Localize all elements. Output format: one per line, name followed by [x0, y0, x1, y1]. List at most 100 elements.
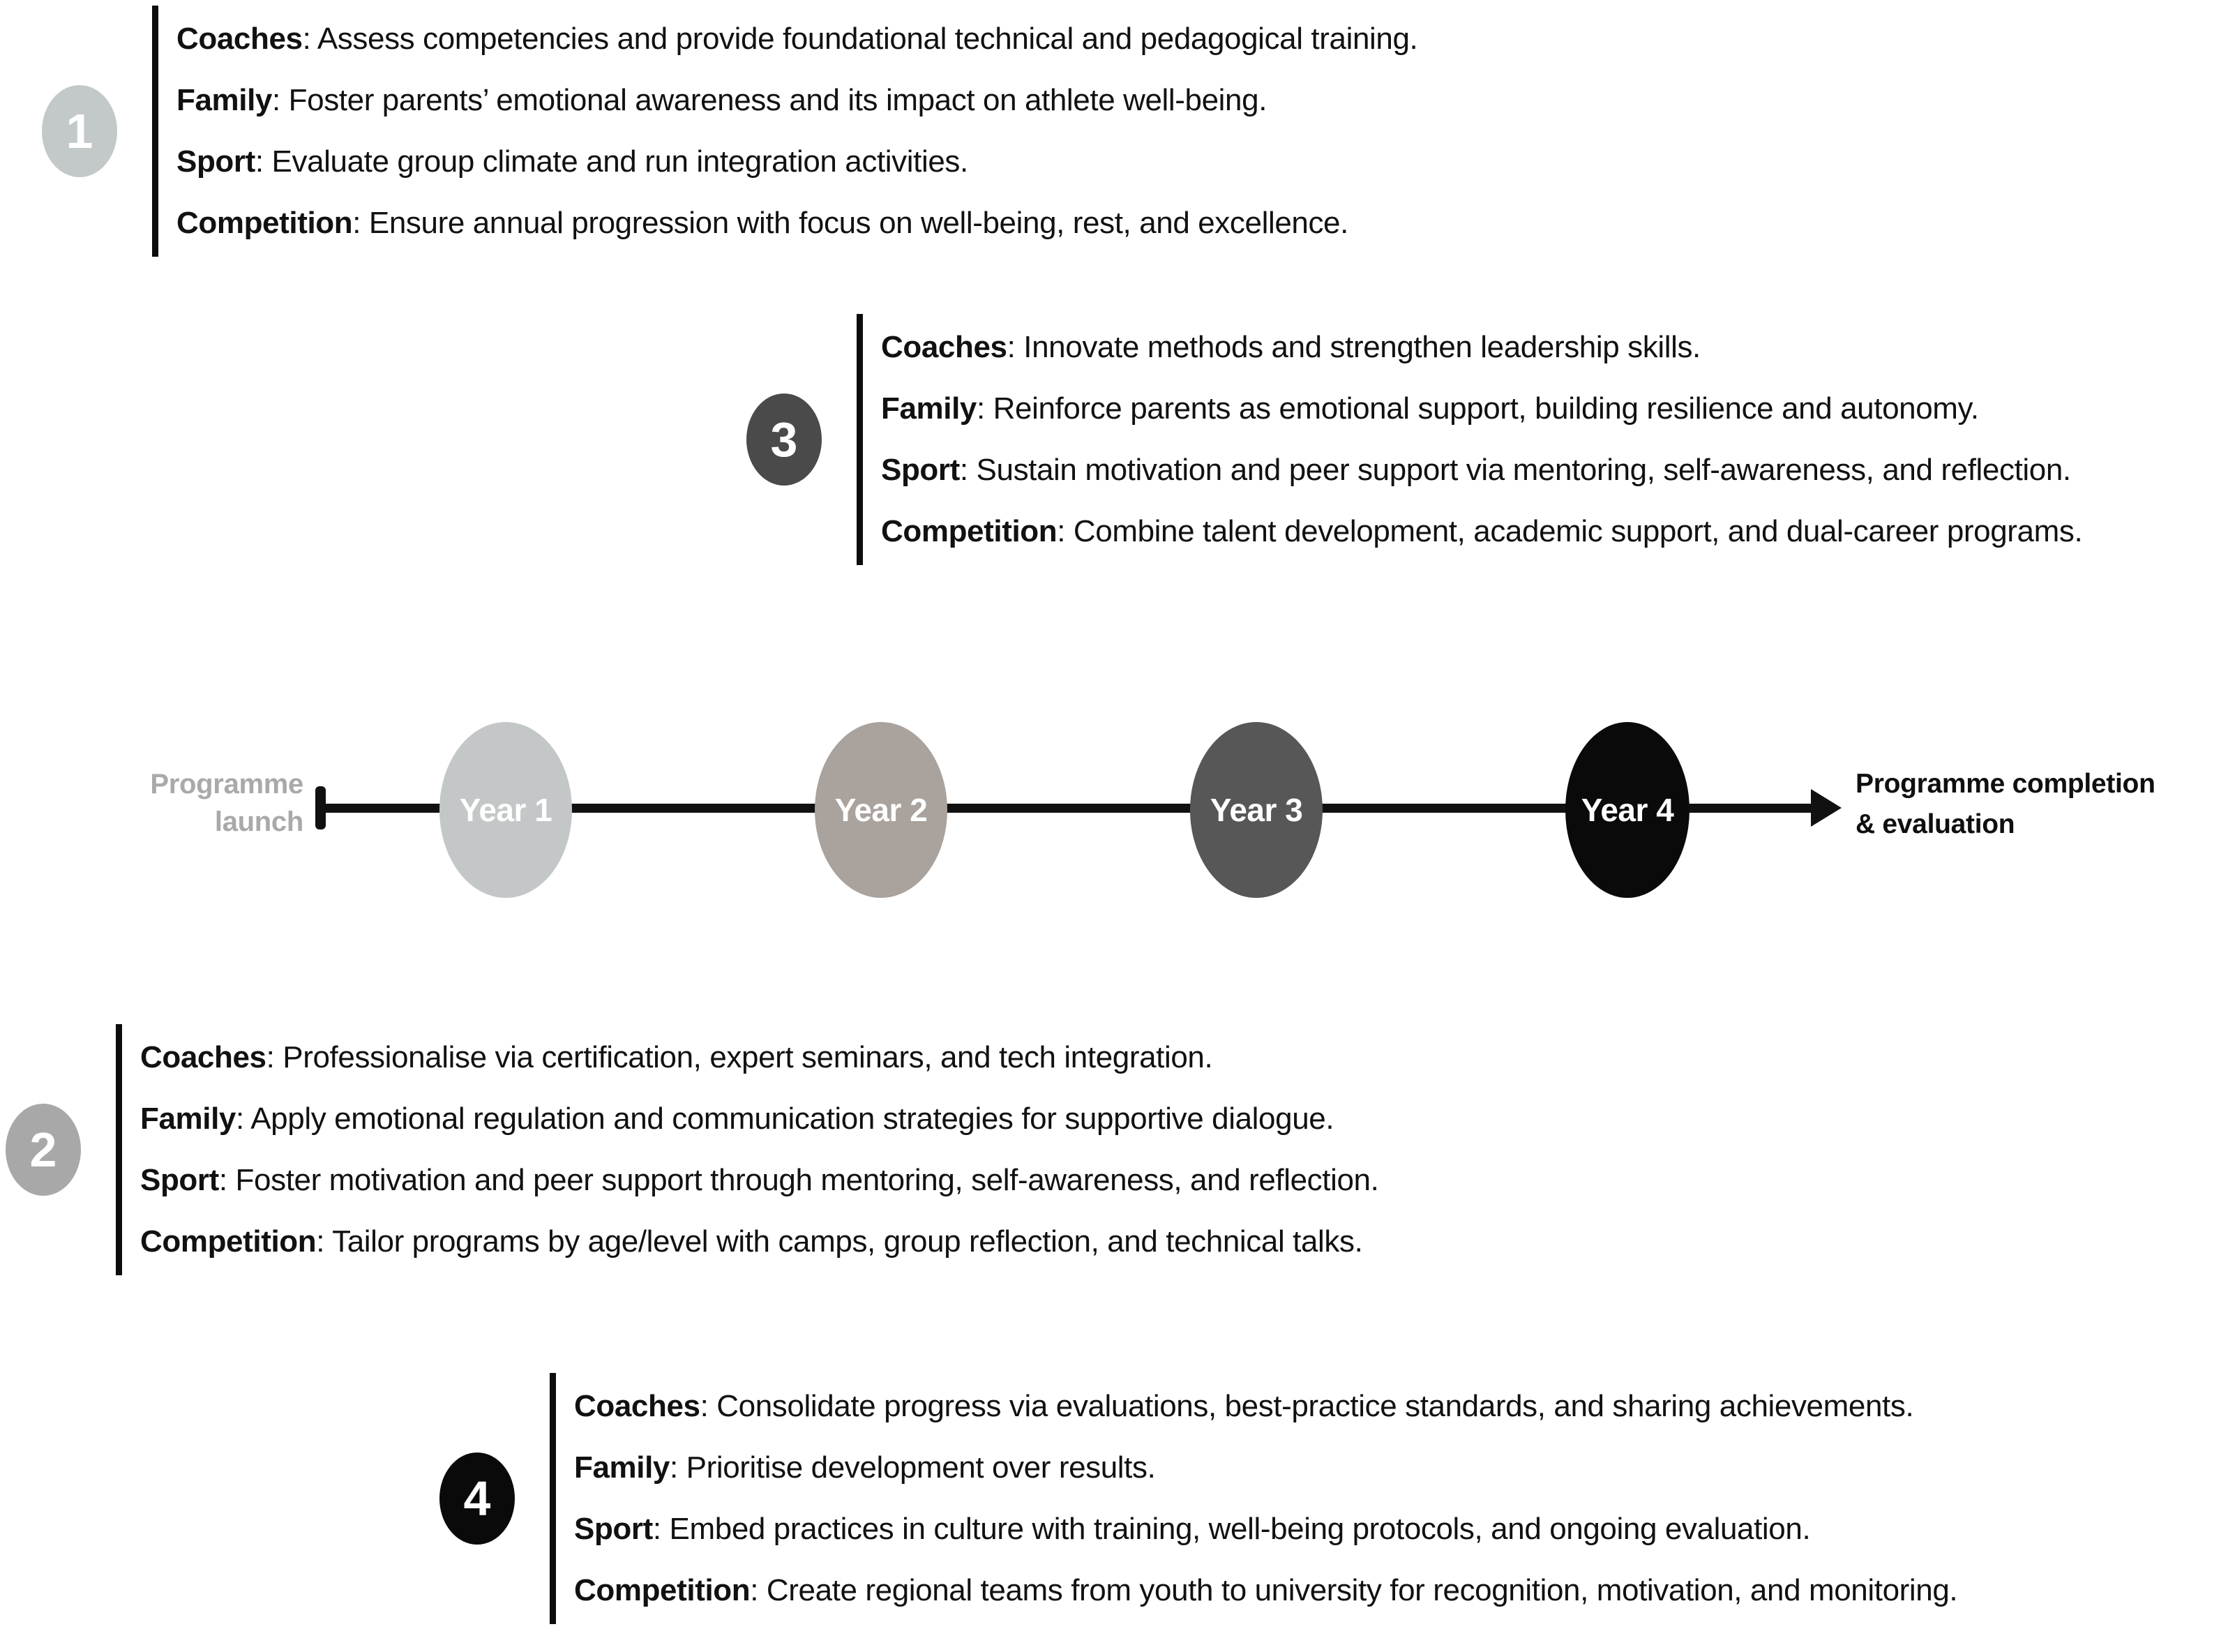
step-line-text: Professionalise via certification, exper…: [283, 1040, 1213, 1074]
step-line-sep: :: [750, 1573, 767, 1607]
step-line-sep: :: [255, 144, 272, 179]
step-line-text: Innovate methods and strengthen leadersh…: [1023, 330, 1701, 364]
step-line-role: Family: [140, 1102, 236, 1136]
step-lines-2: Coaches: Professionalise via certificati…: [122, 1027, 1582, 1272]
step-line-sep: :: [316, 1224, 333, 1259]
step-block-3: 3 Coaches: Innovate methods and strength…: [746, 314, 2225, 565]
step-line-role: Family: [176, 83, 272, 117]
step-line: Family: Prioritise development over resu…: [574, 1437, 2225, 1499]
step-line-sep: :: [700, 1389, 717, 1423]
step-line: Coaches: Innovate methods and strengthen…: [881, 317, 2225, 378]
step-line-text: Embed practices in culture with training…: [669, 1512, 1811, 1546]
timeline-node-year-1[interactable]: Year 1: [439, 722, 572, 898]
timeline-end-label-line2: & evaluation: [1856, 809, 2015, 839]
timeline-start-label: Programme launch: [146, 765, 303, 841]
step-line-sep: :: [302, 22, 317, 56]
step-badge-3: 3: [746, 393, 822, 486]
step-line-role: Family: [574, 1450, 670, 1485]
step-line-role: Sport: [574, 1512, 653, 1546]
step-line: Sport: Evaluate group climate and run in…: [176, 131, 1618, 193]
step-line: Coaches: Consolidate progress via evalua…: [574, 1376, 2225, 1437]
step-line-role: Competition: [881, 514, 1058, 548]
step-line: Sport: Foster motivation and peer suppor…: [140, 1150, 1582, 1211]
step-line-sep: :: [959, 453, 977, 487]
step-rule: [550, 1373, 556, 1624]
step-line-text: Tailor programs by age/level with camps,…: [332, 1224, 1363, 1259]
step-line-text: Evaluate group climate and run integrati…: [271, 144, 969, 179]
step-badge-4: 4: [439, 1452, 515, 1545]
step-badge-1: 1: [42, 85, 117, 177]
step-line: Coaches: Assess competencies and provide…: [176, 8, 1618, 70]
step-line-text: Prioritise development over results.: [686, 1450, 1156, 1485]
step-line-text: Ensure annual progression with focus on …: [368, 206, 1348, 240]
step-line: Coaches: Professionalise via certificati…: [140, 1027, 1582, 1088]
step-line-role: Coaches: [574, 1389, 700, 1423]
step-line-role: Sport: [176, 144, 255, 179]
timeline-node-label: Year 2: [834, 792, 928, 828]
step-line-role: Sport: [881, 453, 960, 487]
step-line-text: Foster parents’ emotional awareness and …: [288, 83, 1267, 117]
step-badge-number: 3: [770, 412, 798, 467]
step-line-sep: :: [652, 1512, 670, 1546]
step-rule: [152, 6, 158, 257]
step-line: Family: Foster parents’ emotional awaren…: [176, 70, 1618, 131]
step-line-role: Family: [881, 391, 977, 426]
step-line-sep: :: [352, 206, 369, 240]
timeline-node-year-3[interactable]: Year 3: [1190, 722, 1323, 898]
step-line: Competition: Create regional teams from …: [574, 1560, 2225, 1621]
step-line: Family: Apply emotional regulation and c…: [140, 1088, 1582, 1150]
step-line-sep: :: [218, 1163, 236, 1197]
step-line-role: Coaches: [140, 1040, 266, 1074]
step-line-text: Assess competencies and provide foundati…: [317, 22, 1418, 56]
step-line-sep: :: [236, 1102, 251, 1136]
step-rule: [116, 1024, 122, 1275]
timeline-arrow-icon: [1811, 789, 1842, 827]
step-line: Competition: Combine talent development,…: [881, 501, 2225, 562]
step-line-role: Competition: [140, 1224, 317, 1259]
step-line-text: Apply emotional regulation and communica…: [250, 1102, 1334, 1136]
step-line-text: Sustain motivation and peer support via …: [976, 453, 2072, 487]
timeline-node-label: Year 3: [1210, 792, 1303, 828]
step-badge-number: 4: [463, 1471, 491, 1526]
timeline-end-label-line1: Programme completion: [1856, 769, 2155, 799]
step-line-text: Consolidate progress via evaluations, be…: [716, 1389, 1914, 1423]
step-line-sep: :: [1007, 330, 1024, 364]
step-lines-1: Coaches: Assess competencies and provide…: [158, 8, 1618, 254]
step-line: Sport: Sustain motivation and peer suppo…: [881, 440, 2225, 501]
step-line-text: Create regional teams from youth to univ…: [766, 1573, 1958, 1607]
timeline-end-label: Programme completion & evaluation: [1856, 764, 2183, 845]
step-line: Competition: Tailor programs by age/leve…: [140, 1211, 1582, 1272]
step-line-sep: :: [266, 1040, 283, 1074]
timeline-node-year-4[interactable]: Year 4: [1565, 722, 1690, 898]
timeline-start-label-line2: launch: [214, 806, 303, 837]
step-line-sep: :: [977, 391, 993, 426]
step-line-text: Foster motivation and peer support throu…: [235, 1163, 1379, 1197]
timeline-start-label-line1: Programme: [150, 769, 303, 799]
step-badge-number: 1: [66, 104, 93, 158]
step-line-role: Coaches: [881, 330, 1007, 364]
step-line: Family: Reinforce parents as emotional s…: [881, 378, 2225, 440]
step-line-role: Competition: [574, 1573, 751, 1607]
timeline-node-label: Year 1: [459, 792, 552, 828]
step-line-text: Combine talent development, academic sup…: [1073, 514, 2083, 548]
timeline-node-year-2[interactable]: Year 2: [815, 722, 947, 898]
step-line-sep: :: [272, 83, 289, 117]
step-rule: [857, 314, 863, 565]
step-badge-number: 2: [29, 1122, 57, 1177]
step-line-sep: :: [670, 1450, 686, 1485]
step-line-role: Coaches: [176, 22, 303, 56]
step-line-text: Reinforce parents as emotional support, …: [993, 391, 1979, 426]
step-line: Competition: Ensure annual progression w…: [176, 193, 1618, 254]
timeline-node-label: Year 4: [1581, 792, 1674, 828]
step-line: Sport: Embed practices in culture with t…: [574, 1499, 2225, 1560]
step-block-4: 4 Coaches: Consolidate progress via eval…: [439, 1373, 2225, 1624]
programme-timeline: Programme launch Year 1 Year 2 Year 3 Ye…: [0, 722, 2235, 903]
step-block-1: 1 Coaches: Assess competencies and provi…: [42, 6, 1618, 257]
step-lines-3: Coaches: Innovate methods and strengthen…: [863, 317, 2225, 562]
timeline-axis-line: [319, 804, 1818, 813]
step-badge-2: 2: [6, 1104, 81, 1196]
step-block-2: 2 Coaches: Professionalise via certifica…: [6, 1024, 1582, 1275]
step-line-role: Sport: [140, 1163, 219, 1197]
step-line-role: Competition: [176, 206, 353, 240]
